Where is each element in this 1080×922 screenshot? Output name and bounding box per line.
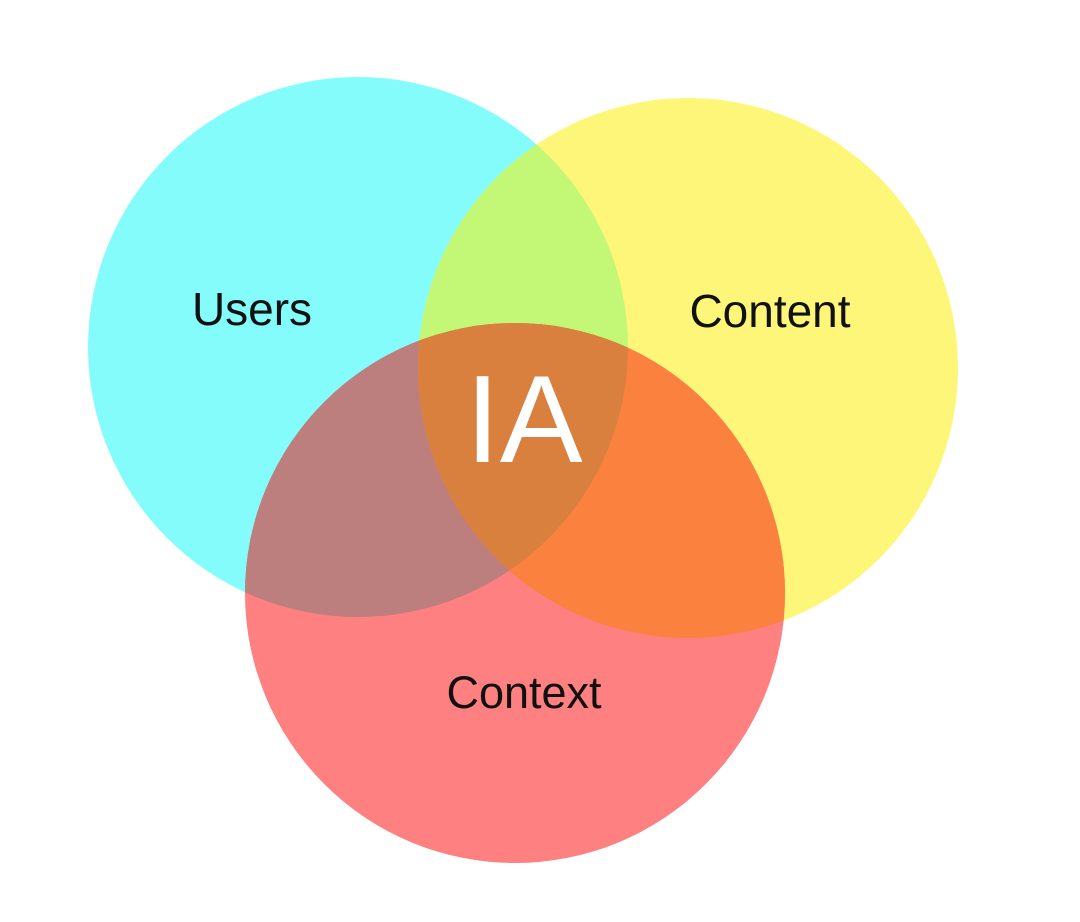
- content-label: Content: [689, 285, 850, 337]
- users-label: Users: [192, 283, 312, 335]
- context-label: Context: [446, 667, 602, 718]
- ia-center-label: IA: [465, 351, 582, 489]
